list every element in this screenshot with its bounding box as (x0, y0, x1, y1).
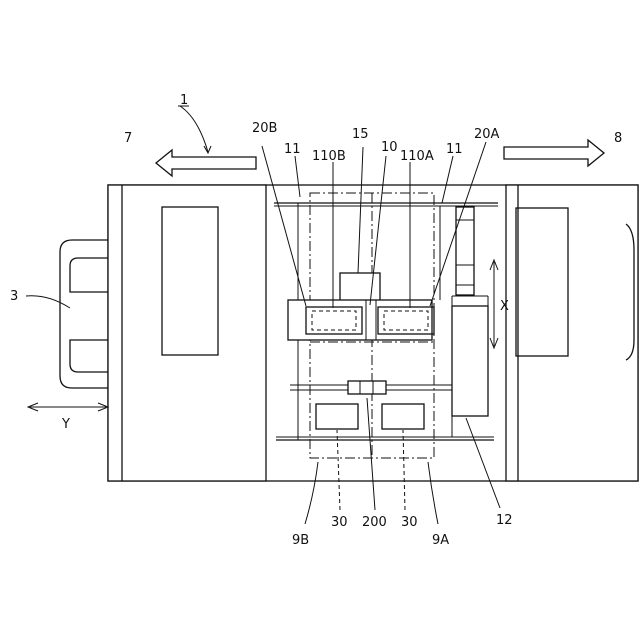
label-12: 12 (496, 513, 513, 528)
slider-200 (348, 381, 386, 394)
leader-30-right (403, 430, 405, 510)
leader-12 (466, 418, 500, 508)
label-200: 200 (362, 515, 387, 530)
leader-11-right (442, 156, 453, 203)
unit-8-body (506, 185, 638, 481)
label-15: 15 (352, 127, 369, 142)
spindle-15 (340, 273, 380, 301)
leader-15 (358, 147, 363, 273)
label-9A: 9A (432, 533, 449, 548)
label-3: 3 (10, 289, 18, 304)
label-20B: 20B (252, 121, 277, 136)
label-30-right: 30 (401, 515, 418, 530)
label-110B: 110B (312, 149, 346, 164)
label-9B: 9B (292, 533, 309, 548)
leader-200 (367, 398, 375, 510)
label-7: 7 (124, 131, 132, 146)
leader-11-left (295, 156, 300, 197)
tool-unit-12 (452, 306, 488, 416)
workpiece-30-right (382, 404, 424, 429)
label-11-right: 11 (446, 142, 463, 157)
label-X: X (500, 299, 509, 314)
component-3-upper (70, 258, 108, 292)
workpiece-30-left (316, 404, 358, 429)
right-block-arrow (504, 140, 604, 166)
label-10: 10 (381, 140, 398, 155)
label-11-left: 11 (284, 142, 301, 157)
leader-1 (180, 106, 208, 152)
leader-30-left (337, 430, 340, 510)
label-110A: 110A (400, 149, 434, 164)
leader-3 (26, 296, 70, 308)
component-3-lower (70, 340, 108, 372)
component-3-outer (60, 240, 108, 388)
left-block-arrow (156, 150, 256, 176)
label-Y: Y (61, 417, 70, 432)
leader-20B (262, 146, 306, 306)
label-30-left: 30 (331, 515, 348, 530)
label-20A: 20A (474, 127, 500, 142)
label-8: 8 (614, 131, 622, 146)
leader-9B (305, 462, 318, 524)
leader-9A (428, 462, 438, 524)
unit-7-body (108, 185, 266, 481)
